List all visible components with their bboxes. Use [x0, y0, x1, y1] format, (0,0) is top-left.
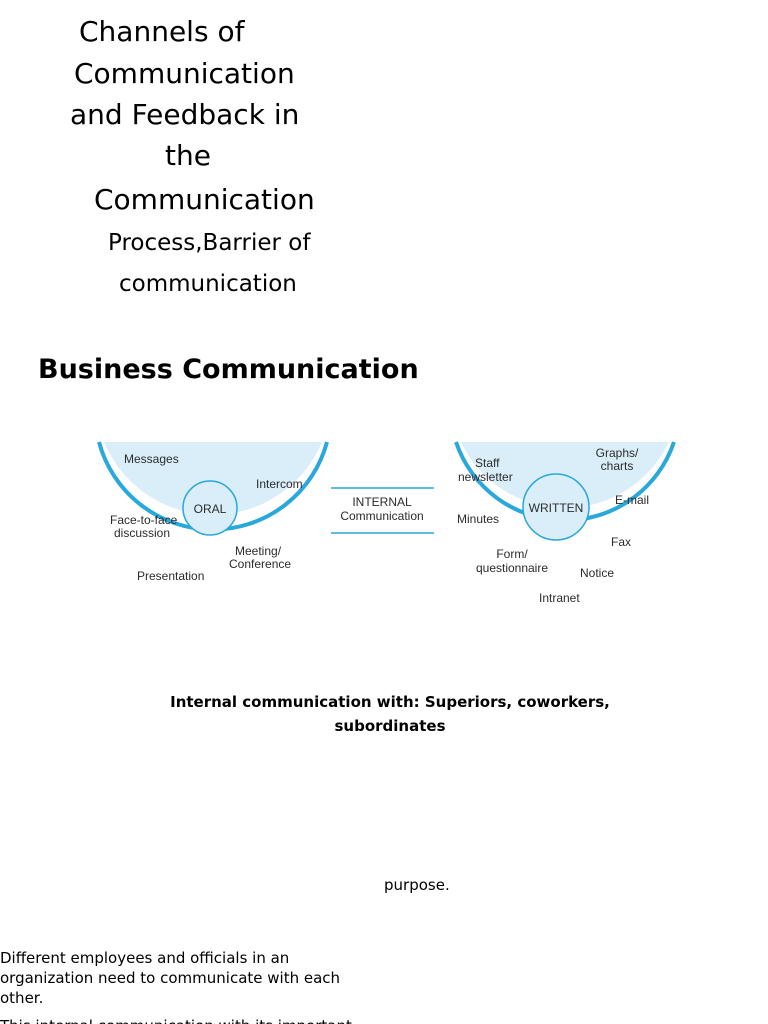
section-heading: Business Communication — [38, 354, 419, 385]
written-item-minutes: Minutes — [457, 512, 499, 526]
diagram-caption: Internal communication with: Superiors, … — [170, 693, 610, 735]
oral-item-discussion: discussion — [114, 526, 170, 540]
written-item-intranet: Intranet — [539, 591, 580, 605]
title-line-3: and Feedback in — [70, 98, 300, 131]
purpose-text: purpose. — [384, 876, 450, 894]
bridge-label-1: INTERNAL — [352, 495, 412, 509]
title-line-4: the — [165, 139, 211, 172]
written-center-label: WRITTEN — [529, 501, 584, 515]
oral-item-messages: Messages — [124, 452, 179, 466]
title-line-2: Communication — [74, 57, 295, 90]
written-item-email: E-mail — [615, 493, 649, 507]
written-item-charts: charts — [601, 459, 634, 473]
body-paragraph: Different employees and officials in an … — [0, 949, 341, 1007]
title-line-6: Process,Barrier of — [108, 230, 311, 256]
oral-item-presentation: Presentation — [137, 569, 204, 583]
oral-center-label: ORAL — [194, 502, 227, 516]
oral-item-face-to-face: Face-to-face — [110, 513, 178, 527]
written-item-newsletter: newsletter — [458, 470, 513, 484]
oral-center-circle — [182, 480, 238, 536]
written-item-notice: Notice — [580, 566, 614, 580]
oral-item-conference: Conference — [229, 557, 291, 571]
written-center-circle — [522, 473, 590, 541]
written-item-graphs: Graphs/ — [596, 446, 639, 460]
written-item-form: Form/ — [496, 547, 528, 561]
oral-disc — [104, 442, 322, 515]
title-line-7: communication — [119, 271, 297, 297]
bridge-label-2: Communication — [340, 509, 423, 523]
oral-item-intercom: Intercom — [256, 477, 303, 491]
title-line-5: Communication — [94, 183, 315, 216]
body-paragraph-truncated: This internal communication with its imp… — [0, 1016, 360, 1024]
written-item-fax: Fax — [611, 535, 631, 549]
written-item-staff: Staff — [475, 456, 500, 470]
written-item-questionnaire: questionnaire — [476, 561, 548, 575]
internal-communication-diagram: ORAL Messages Intercom Face-to-face disc… — [97, 441, 676, 605]
title-line-1: Channels of — [79, 15, 245, 48]
oral-item-meeting: Meeting/ — [235, 544, 282, 558]
